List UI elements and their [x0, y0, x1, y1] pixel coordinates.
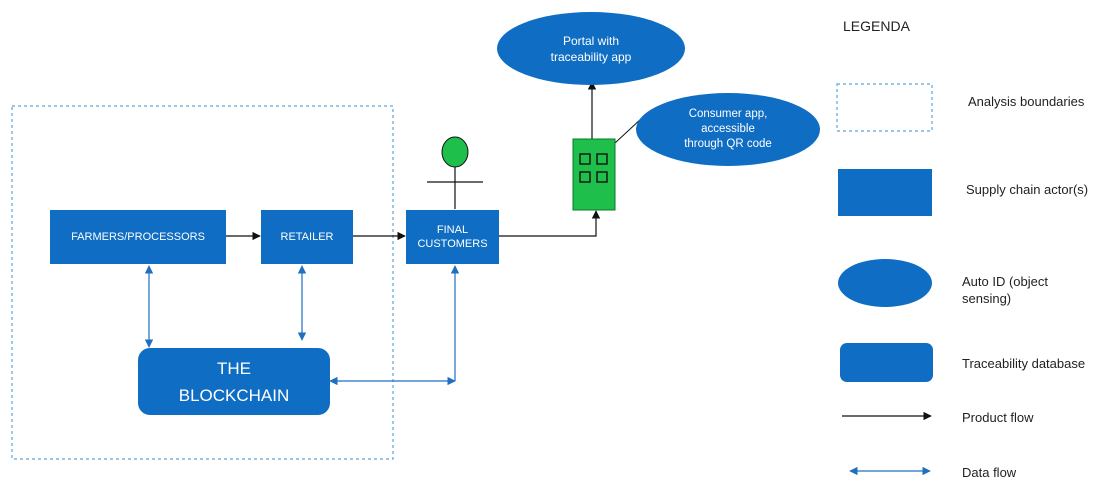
person-icon: [427, 136, 483, 209]
legend-symbol-analysis-boundaries: [836, 83, 933, 132]
portal-traceability-app: Portal with traceability app: [497, 12, 685, 85]
legend-label-data-flow: Data flow: [962, 465, 1017, 480]
consumer-app-qr: Consumer app, accessible through QR code: [636, 93, 820, 166]
legend-label-traceability-database: Traceability database: [962, 356, 1086, 371]
product-flow-customers-device: [499, 210, 601, 237]
legend-label-auto-id: Auto ID (object sensing): [962, 274, 1048, 306]
legend-label-product-flow: Product flow: [962, 410, 1034, 425]
legend-symbol-auto-id: [838, 259, 932, 307]
farmers-processors-box: FARMERS/PROCESSORS: [50, 210, 226, 264]
analysis-boundary: [11, 105, 394, 460]
legend-label-analysis-boundaries: Analysis boundaries: [968, 94, 1085, 109]
legend-symbol-traceability-database: [840, 343, 933, 382]
legend-title: LEGENDA: [843, 18, 910, 34]
blockchain-database: THE BLOCKCHAIN: [138, 348, 330, 415]
retailer-box: RETAILER: [261, 210, 353, 264]
legend-symbol-supply-chain-actor: [838, 169, 932, 216]
legend-label-supply-chain-actor: Supply chain actor(s): [966, 182, 1089, 197]
final-customers-box: FINAL CUSTOMERS: [406, 210, 499, 264]
qr-phone-icon: [572, 138, 616, 211]
